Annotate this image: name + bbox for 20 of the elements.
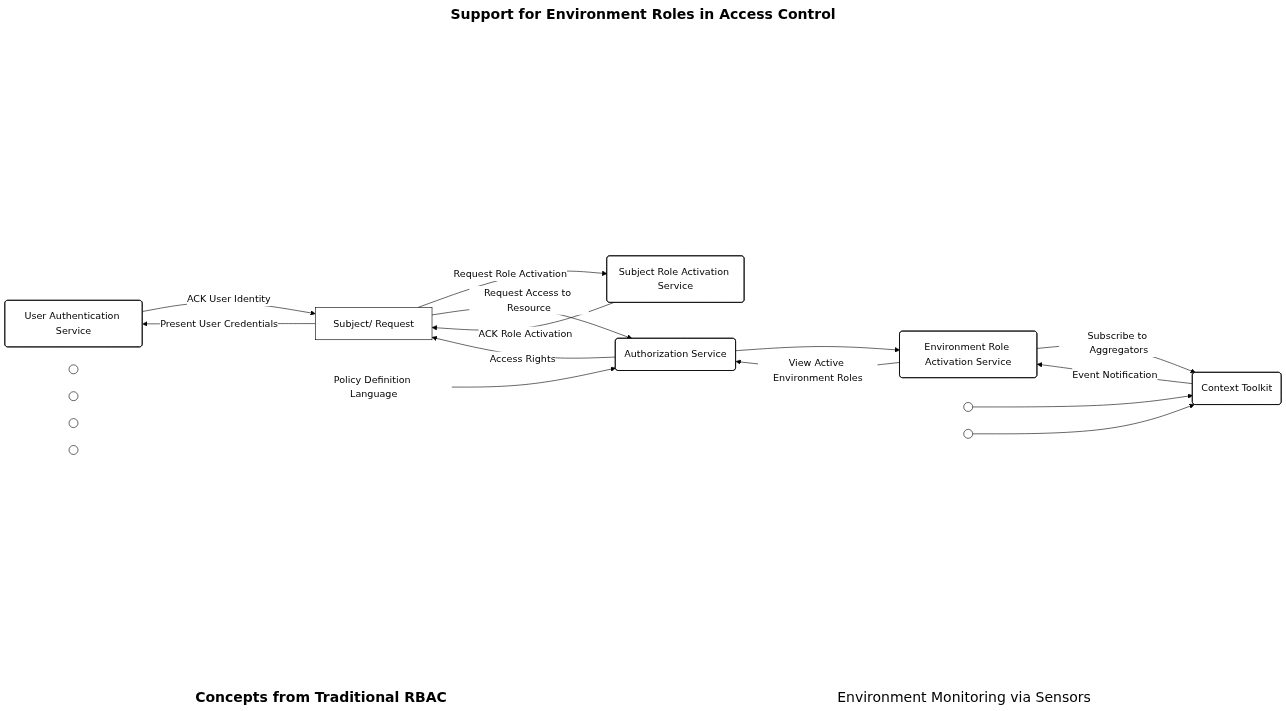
edge-label: Request Role Activation [453, 268, 567, 280]
edge-label: Request Access to Resource [483, 287, 572, 314]
region-heading: Concepts from Traditional RBAC [195, 689, 447, 705]
edge-label: Access Rights [489, 353, 556, 365]
node-circle [963, 429, 973, 439]
node-circle [68, 418, 79, 429]
node-text: Policy Definition Language [333, 374, 411, 401]
edge-label: View Active Environment Roles [773, 357, 863, 384]
edge-label: Subscribe to Aggregators [1087, 329, 1149, 356]
node-circle [68, 391, 79, 402]
edge-label: ACK User Identity [186, 293, 271, 305]
node-box: Subject/ Request [315, 307, 433, 341]
node-circle [68, 364, 79, 375]
edge-label: Present User Credentials [160, 318, 279, 330]
node-circle [68, 445, 79, 456]
edge-label: ACK Role Activation [478, 328, 573, 340]
sensor-caption: Environment Monitoring via Sensors [837, 689, 1091, 705]
edge-label: Event Notification [1072, 368, 1158, 381]
node-circle [963, 402, 973, 413]
region-heading: Support for Environment Roles in Access Control [450, 6, 836, 22]
